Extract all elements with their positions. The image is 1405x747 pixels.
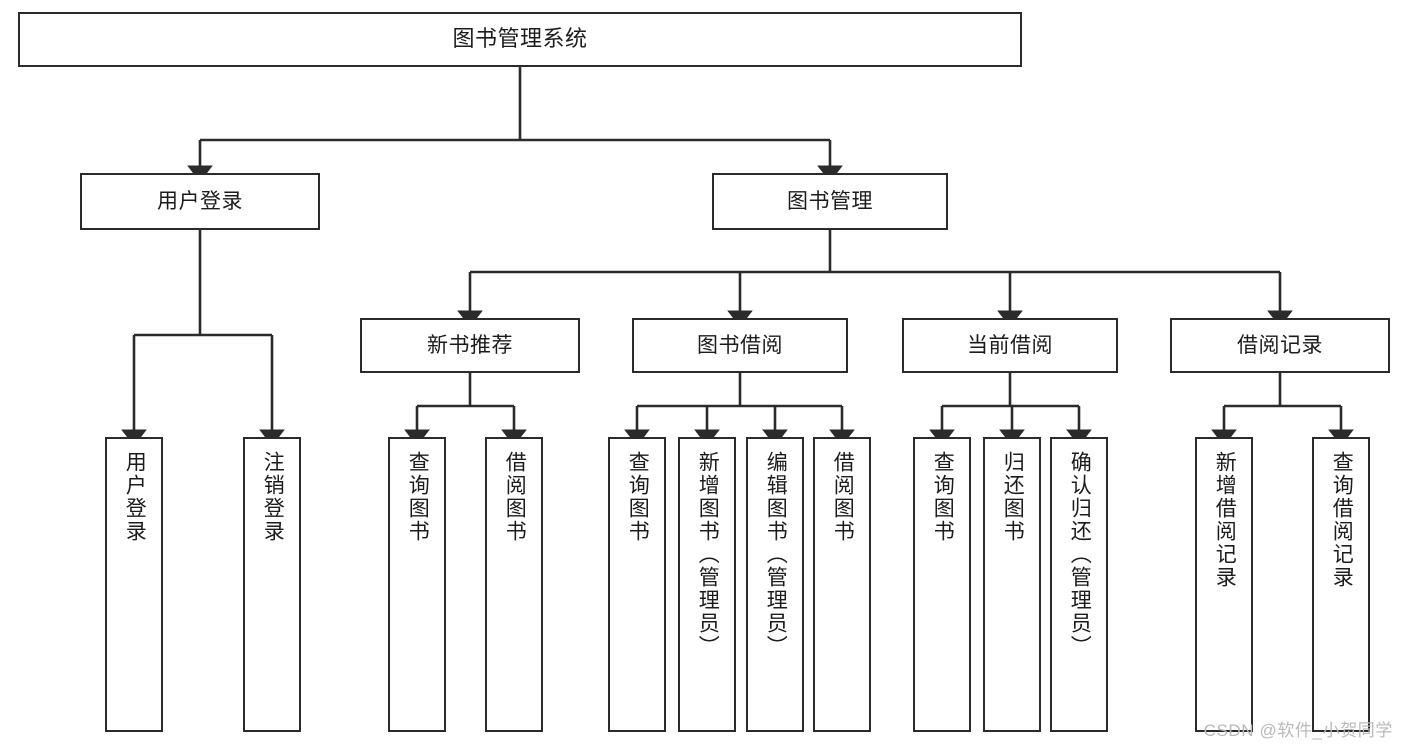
node-label: 图书借阅 [697,333,783,357]
node-label: 借阅图书 [831,451,855,543]
node-leaf-cb-query[interactable]: 查询图书 [913,437,971,732]
node-leaf-bb-edit[interactable]: 编辑图书（管理员） [746,437,804,732]
node-label: 新增图书（管理员） [696,451,720,658]
node-label: 查询图书 [626,451,650,543]
node-label: 查询借阅记录 [1330,451,1354,589]
node-label: 借阅记录 [1237,333,1323,357]
node-label: 当前借阅 [967,333,1053,357]
node-leaf-br-add[interactable]: 新增借阅记录 [1195,437,1253,732]
node-user-login[interactable]: 用户登录 [80,173,320,230]
node-label: 新书推荐 [427,333,513,357]
node-leaf-cb-confirm[interactable]: 确认归还（管理员） [1050,437,1108,732]
node-current-borrow[interactable]: 当前借阅 [902,318,1118,373]
node-label: 编辑图书（管理员） [764,451,788,658]
watermark-text: CSDN @软件_小贺同学 [1203,721,1393,740]
node-label: 图书管理 [787,189,873,213]
node-label: 查询图书 [931,451,955,543]
node-label: 归还图书 [1001,451,1025,543]
node-leaf-bb-add[interactable]: 新增图书（管理员） [678,437,736,732]
node-leaf-user-logout[interactable]: 注销登录 [243,437,301,732]
node-root[interactable]: 图书管理系统 [18,12,1022,67]
node-book-borrow[interactable]: 图书借阅 [632,318,848,373]
node-borrow-record[interactable]: 借阅记录 [1170,318,1390,373]
node-label: 确认归还（管理员） [1068,451,1092,658]
node-leaf-cb-return[interactable]: 归还图书 [983,437,1041,732]
node-label: 借阅图书 [503,451,527,543]
node-leaf-bb-query[interactable]: 查询图书 [608,437,666,732]
node-label: 查询图书 [406,451,430,543]
node-label: 用户登录 [157,189,243,213]
edge-group [121,67,1354,447]
node-leaf-br-query[interactable]: 查询借阅记录 [1312,437,1370,732]
node-leaf-bb-borrow[interactable]: 借阅图书 [813,437,871,732]
node-label: 新增借阅记录 [1213,451,1237,589]
node-book-manage[interactable]: 图书管理 [712,173,948,230]
node-label: 图书管理系统 [452,26,588,52]
node-label: 注销登录 [261,451,285,543]
node-leaf-user-login[interactable]: 用户登录 [105,437,163,732]
node-leaf-rec-borrow[interactable]: 借阅图书 [485,437,543,732]
node-label: 用户登录 [123,451,147,543]
node-leaf-rec-query[interactable]: 查询图书 [388,437,446,732]
node-new-book-rec[interactable]: 新书推荐 [360,318,580,373]
